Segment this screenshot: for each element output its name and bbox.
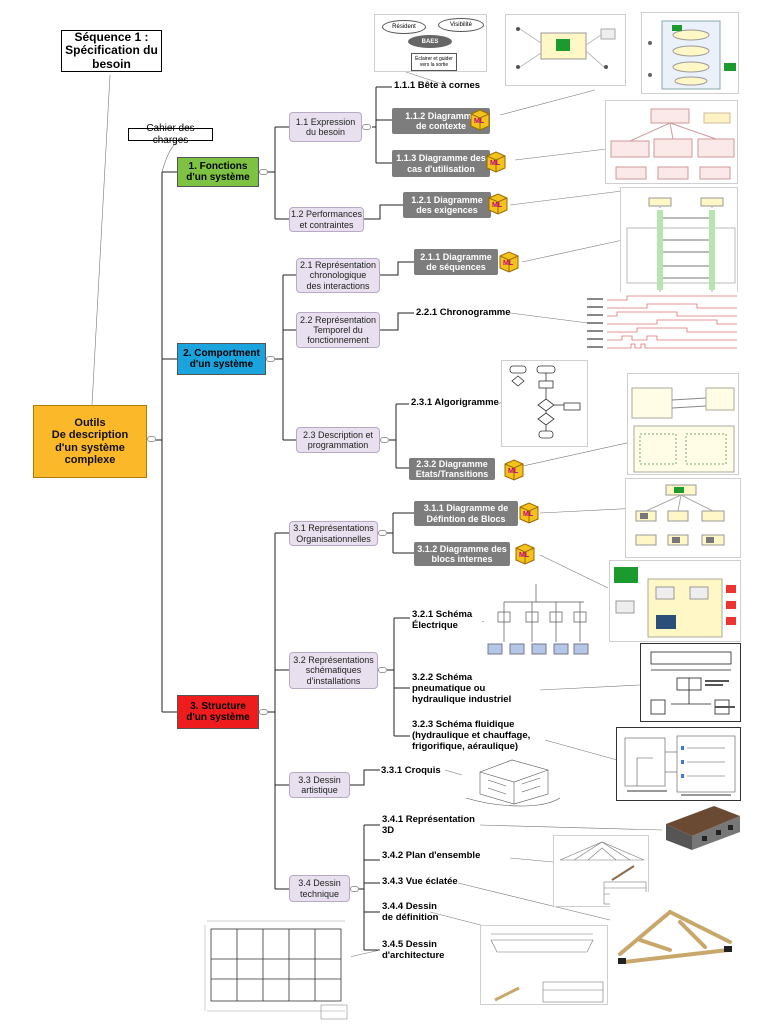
schema-pneumatique-thumbnail [640, 643, 741, 722]
leaf-dessin-definition[interactable]: 3.4.4 Dessin de définition [382, 901, 439, 923]
sub-dessin-artistique[interactable]: 3.3 Dessin artistique [289, 772, 350, 798]
ibd-drawing [614, 567, 736, 638]
flowchart-drawing [509, 365, 581, 439]
leaf-plan-ensemble[interactable]: 3.4.2 Plan d'ensemble [382, 850, 481, 861]
architecture-plan-drawing [204, 920, 348, 1020]
croquis-thumbnail [462, 752, 562, 808]
leaf-schema-fluidique[interactable]: 3.2.3 Schéma fluidique (hydraulique et c… [412, 719, 531, 752]
collapse-toggle[interactable] [380, 437, 389, 443]
leaf-diagramme-definition-blocs[interactable]: 3.1.1 Diagramme de Défintion de Blocs [414, 501, 518, 526]
svg-text:ML: ML [474, 118, 485, 125]
leaf-bete-a-cornes[interactable]: 1.1.1 Bête à cornes [394, 80, 481, 91]
branch-structure[interactable]: 3. Structure d'un système [177, 695, 259, 729]
collapse-toggle[interactable] [362, 124, 371, 130]
etats-transitions-thumbnail [627, 373, 739, 475]
sequences-thumbnail [620, 187, 738, 297]
sub-performances[interactable]: 1.2 Performances et contraintes [289, 207, 364, 232]
dessin-architecture-thumbnail [201, 915, 351, 1023]
sub-dessin-technique[interactable]: 3.4 Dessin technique [289, 875, 350, 902]
leaf-diagramme-etats-transitions[interactable]: 2.3.2 Diagramme Etats/Transitions [409, 458, 495, 480]
fonction-box: Éclairer et guider vers la sortie [411, 53, 457, 71]
use-case-drawing [648, 20, 736, 90]
diagramme-contexte-thumbnail [505, 14, 626, 86]
sub-representations-schematiques[interactable]: 3.2 Représentations schématiques d'insta… [289, 652, 378, 689]
timing-drawing [587, 295, 737, 349]
representation-3d-thumbnail [662, 802, 742, 852]
schema-fluidique-thumbnail [616, 727, 741, 801]
branch-comportement[interactable]: 2. Comportment d'un système [177, 343, 266, 375]
bdd-drawing [635, 484, 725, 546]
dessin-definition-thumbnail [480, 925, 608, 1005]
state-machine-drawing [631, 387, 735, 473]
sequence-title: Séquence 1 : Spécification du besoin [61, 30, 162, 72]
collapse-toggle[interactable] [259, 709, 268, 715]
leaf-algorigramme[interactable]: 2.3.1 Algorigramme [411, 397, 499, 408]
roof-3d-drawing [666, 806, 740, 850]
sub-representations-organisationnelles[interactable]: 3.1 Représentations Organisationnelles [289, 521, 378, 546]
svg-text:ML: ML [508, 468, 519, 475]
sysml-cube-icon: ML [488, 193, 508, 215]
leaf-diagramme-blocs-internes[interactable]: 3.1.2 Diagramme des blocs internes [414, 542, 510, 566]
sub-representation-temporel[interactable]: 2.2 Représentation Temporel du fonctionn… [296, 312, 380, 348]
leaf-representation-3d[interactable]: 3.4.1 Représentation 3D [382, 814, 475, 836]
fluid-drawing [624, 735, 736, 796]
sequence-drawing [626, 197, 736, 293]
root-node[interactable]: Outils De description d'un système compl… [33, 405, 147, 478]
collapse-toggle[interactable] [350, 886, 359, 892]
context-diagram-drawing [516, 27, 616, 69]
collapse-toggle[interactable] [259, 169, 268, 175]
sketch-drawing [465, 759, 561, 807]
svg-text:ML: ML [503, 260, 514, 267]
cas-utilisation-thumbnail [641, 12, 739, 94]
branch-fonctions[interactable]: 1. Fonctions d'un système [177, 157, 259, 187]
blocs-internes-thumbnail [609, 560, 741, 642]
chronogramme-thumbnail [587, 292, 738, 352]
definition-blocs-thumbnail [625, 478, 741, 558]
svg-text:ML: ML [490, 160, 501, 167]
svg-text:ML: ML [519, 552, 530, 559]
bete-a-cornes-thumbnail: Résident Visibilité BAES Éclairer et gui… [374, 14, 487, 72]
leaf-schema-electrique[interactable]: 3.2.1 Schéma Électrique [412, 609, 473, 631]
collapse-toggle[interactable] [266, 356, 275, 362]
exploded-view-drawing [618, 910, 732, 964]
sub-expression-besoin[interactable]: 1.1 Expression du besoin [289, 112, 362, 142]
collapse-toggle[interactable] [378, 667, 387, 673]
leaf-vue-eclatee[interactable]: 3.4.3 Vue éclatée [382, 876, 458, 887]
leaf-chronogramme[interactable]: 2.2.1 Chronogramme [416, 307, 511, 318]
algorigramme-thumbnail [501, 360, 588, 447]
schema-electrique-thumbnail [484, 582, 593, 660]
electrical-drawing [487, 584, 589, 655]
sub-representation-chronologique[interactable]: 2.1 Représentation chronologique des int… [296, 258, 380, 293]
definition-drawing [490, 933, 604, 1003]
leaf-schema-pneumatique[interactable]: 3.2.2 Schéma pneumatique ou hydraulique … [412, 672, 512, 705]
leaf-dessin-architecture[interactable]: 3.4.5 Dessin d'architecture [382, 939, 445, 961]
leaf-croquis[interactable]: 3.3.1 Croquis [381, 765, 441, 776]
collapse-toggle[interactable] [147, 436, 156, 442]
resident-ellipse: Résident [382, 20, 426, 34]
svg-text:ML: ML [523, 511, 534, 518]
exigences-thumbnail [605, 100, 738, 184]
collapse-toggle[interactable] [378, 530, 387, 536]
requirements-drawing [610, 108, 735, 180]
sysml-cube-icon: ML [470, 109, 490, 131]
sysml-cube-icon: ML [499, 251, 519, 273]
leaf-diagramme-cas-utilisation[interactable]: 1.1.3 Diagramme des cas d'utilisation [392, 150, 490, 177]
pneumatic-drawing [650, 651, 735, 715]
vue-eclatee-thumbnail [610, 892, 740, 972]
sysml-cube-icon: ML [519, 502, 539, 524]
cahier-des-charges-label: Cahier des charges [128, 123, 213, 146]
baes-ellipse: BAES [408, 35, 452, 48]
sysml-cube-icon: ML [504, 459, 524, 481]
svg-text:ML: ML [492, 202, 503, 209]
leaf-diagramme-sequences[interactable]: 2.1.1 Diagramme de séquences [414, 249, 498, 275]
sub-description-programmation[interactable]: 2.3 Description et programmation [296, 427, 380, 453]
sysml-cube-icon: ML [486, 151, 506, 173]
visibilite-ellipse: Visibilité [438, 18, 484, 32]
plan-ensemble-thumbnail [553, 835, 649, 907]
leaf-diagramme-exigences[interactable]: 1.2.1 Diagramme des exigences [403, 192, 491, 218]
sysml-cube-icon: ML [515, 543, 535, 565]
